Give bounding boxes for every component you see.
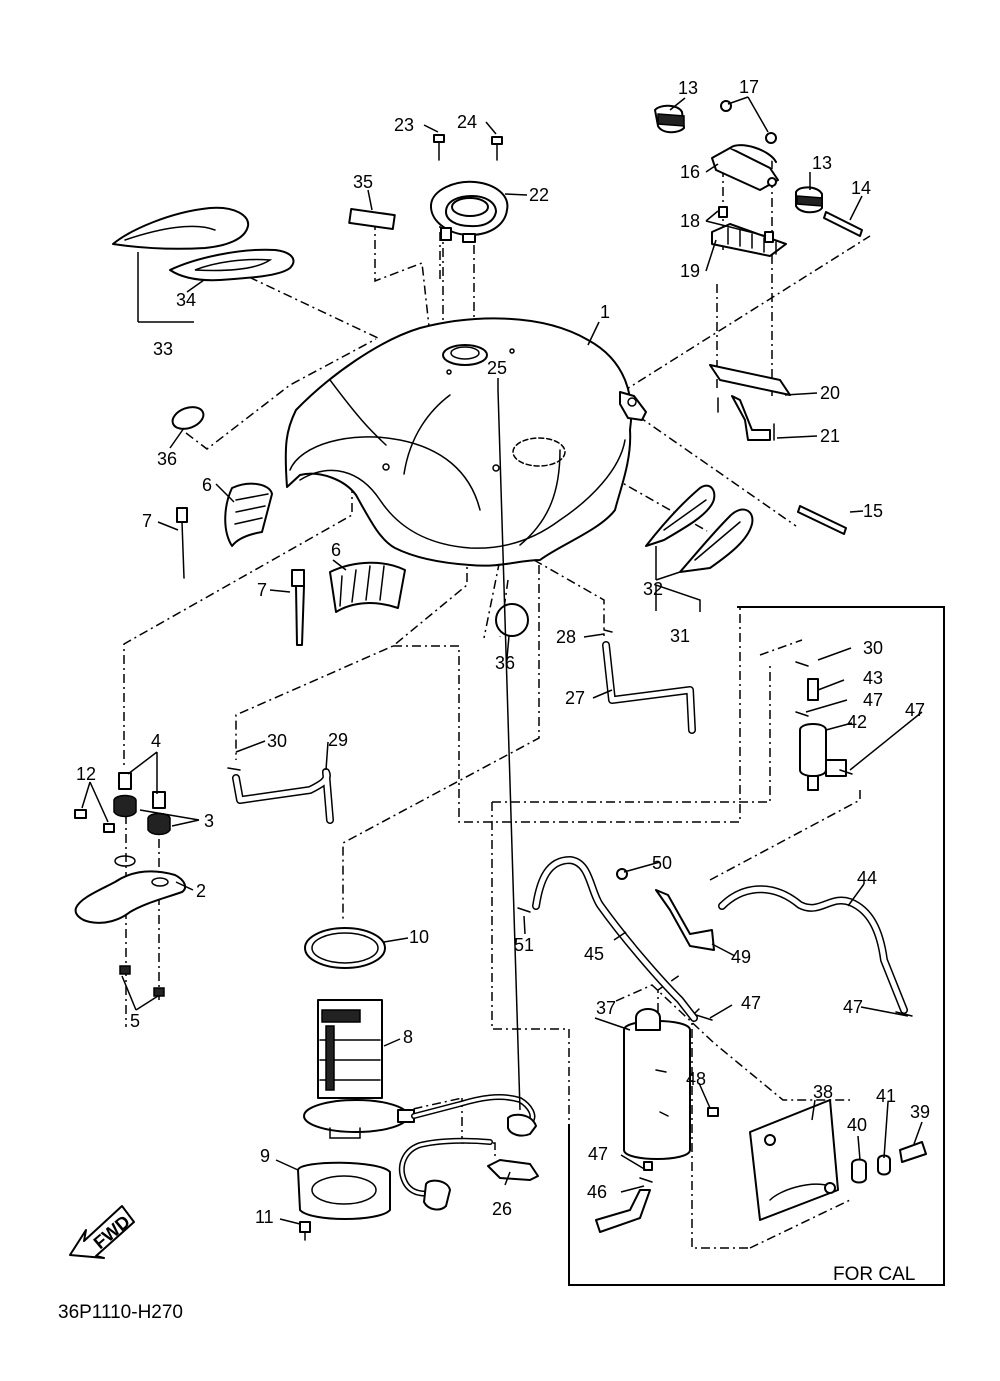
callout-10: 10 (409, 927, 429, 947)
callout-28: 28 (556, 627, 576, 647)
callout-36a: 36 (157, 449, 177, 469)
callout-19: 19 (680, 261, 700, 281)
callout-36b: 36 (495, 653, 515, 673)
pad-36-lower (495, 603, 529, 637)
callout-26: 26 (492, 1199, 512, 1219)
callout-7a: 7 (142, 511, 152, 531)
callout-3: 3 (204, 811, 214, 831)
callout-51: 51 (514, 935, 534, 955)
for-cal-box (568, 606, 945, 1286)
decal-35 (348, 208, 396, 230)
callout-47a: 47 (863, 690, 883, 710)
callout-50: 50 (652, 853, 672, 873)
callout-12: 12 (76, 764, 96, 784)
callout-38: 38 (813, 1082, 833, 1102)
rear-bracket-assembly (654, 100, 863, 535)
tank-side-covers (112, 206, 754, 637)
callout-6b: 6 (331, 540, 341, 560)
callout-15: 15 (863, 501, 883, 521)
callout-42: 42 (847, 712, 867, 732)
callout-47d: 47 (843, 997, 863, 1017)
callout-31: 31 (670, 626, 690, 646)
callout-2: 2 (196, 881, 206, 901)
callout-47c: 47 (741, 993, 761, 1013)
callout-20: 20 (820, 383, 840, 403)
callout-17: 17 (739, 77, 759, 97)
callout-33: 33 (153, 339, 173, 359)
callout-45: 45 (584, 944, 604, 964)
callout-30a: 30 (267, 731, 287, 751)
dampers-and-ties (176, 482, 406, 646)
callout-49: 49 (731, 947, 751, 967)
callout-13b: 13 (812, 153, 832, 173)
callout-39: 39 (910, 1102, 930, 1122)
callout-leaders (81, 96, 923, 1225)
callout-16: 16 (680, 162, 700, 182)
callout-37: 37 (596, 998, 616, 1018)
fuel-pump-assembly (297, 927, 415, 1241)
callout-24: 24 (457, 112, 477, 132)
callout-48: 48 (686, 1069, 706, 1089)
callout-18: 18 (680, 211, 700, 231)
callout-30b: 30 (863, 638, 883, 658)
canister-components (517, 661, 927, 1233)
callout-34: 34 (176, 290, 196, 310)
for-cal-label: FOR CAL (833, 1264, 915, 1285)
hoses (227, 629, 696, 1211)
callout-14: 14 (851, 178, 871, 198)
callout-8: 8 (403, 1027, 413, 1047)
callout-29: 29 (328, 730, 348, 750)
callout-23: 23 (394, 115, 414, 135)
fuel-cap-assembly (348, 134, 509, 243)
forward-arrow: FWD (69, 1205, 135, 1259)
left-bracket-assembly (74, 772, 187, 997)
callout-5: 5 (130, 1011, 140, 1031)
callout-6a: 6 (202, 475, 212, 495)
callout-13a: 13 (678, 78, 698, 98)
diagram-code: 36P1110-H270 (58, 1302, 183, 1323)
callout-7b: 7 (257, 580, 267, 600)
callout-27: 27 (565, 688, 585, 708)
callout-25: 25 (487, 358, 507, 378)
callout-21: 21 (820, 426, 840, 446)
callout-47b: 47 (905, 700, 925, 720)
callout-11: 11 (255, 1207, 274, 1227)
callout-35: 35 (353, 172, 373, 192)
callout-44: 44 (857, 868, 877, 888)
callout-41: 41 (876, 1086, 896, 1106)
callout-40: 40 (847, 1115, 867, 1135)
callout-9: 9 (260, 1146, 270, 1166)
callout-1: 1 (600, 302, 610, 322)
callout-4: 4 (151, 731, 161, 751)
callout-46: 46 (587, 1182, 607, 1202)
pad-36-upper (171, 406, 205, 430)
callout-22: 22 (529, 185, 549, 205)
fuel-tank (284, 317, 647, 567)
callout-32: 32 (643, 579, 663, 599)
callout-43: 43 (863, 668, 883, 688)
callout-numbers: 1 2 3 4 5 6 6 7 7 8 9 10 11 12 13 13 14 … (76, 77, 930, 1227)
callout-47e: 47 (588, 1144, 608, 1164)
